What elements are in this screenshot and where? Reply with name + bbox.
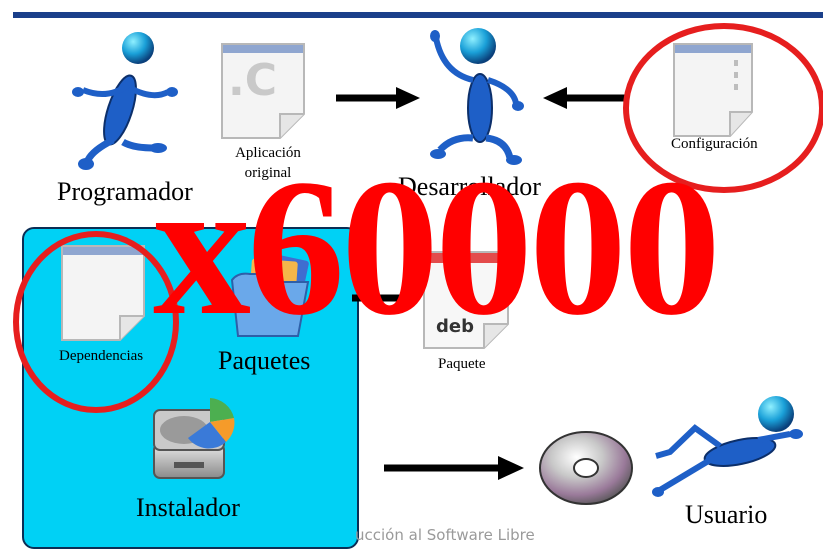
app-doc-label: Aplicación original	[213, 143, 323, 183]
dependencies-label: Dependencias	[59, 348, 144, 364]
installer-label: Instalador	[136, 493, 240, 522]
user-label: Usuario	[685, 500, 768, 529]
programmer-figure-icon	[72, 32, 178, 170]
programmer-label: Programador	[57, 177, 193, 206]
config-red-circle	[623, 23, 823, 193]
source-document-icon	[221, 43, 305, 139]
overlay-multiplier-text: x60000	[153, 139, 721, 356]
deb-package-icon	[423, 251, 509, 349]
arrow-config-to-developer	[543, 87, 625, 109]
title-bar	[13, 12, 823, 18]
app-doc-label-line1: Aplicación	[235, 145, 301, 161]
config-label: Configuración	[671, 136, 758, 152]
disc-icon	[539, 431, 633, 505]
deb-text: deb	[436, 316, 474, 337]
config-document-icon	[673, 43, 753, 137]
arrow-installer-to-disc	[384, 456, 524, 480]
arrow-app-to-developer	[336, 87, 420, 109]
user-figure-icon	[652, 396, 803, 497]
app-doc-label-line2: original	[244, 165, 292, 181]
footer-text: ucción al Software Libre	[355, 526, 535, 544]
packages-folder-icon	[230, 252, 310, 337]
installer-drive-icon	[153, 398, 235, 479]
developer-label: Desarrollador	[398, 172, 541, 201]
source-document-letter: .C	[228, 55, 278, 106]
developer-figure-icon	[430, 28, 524, 165]
packages-label: Paquetes	[218, 346, 311, 375]
dependencies-red-circle	[13, 231, 179, 413]
package-file-label: Paquete	[438, 356, 486, 372]
dependencies-document-icon	[61, 245, 145, 341]
